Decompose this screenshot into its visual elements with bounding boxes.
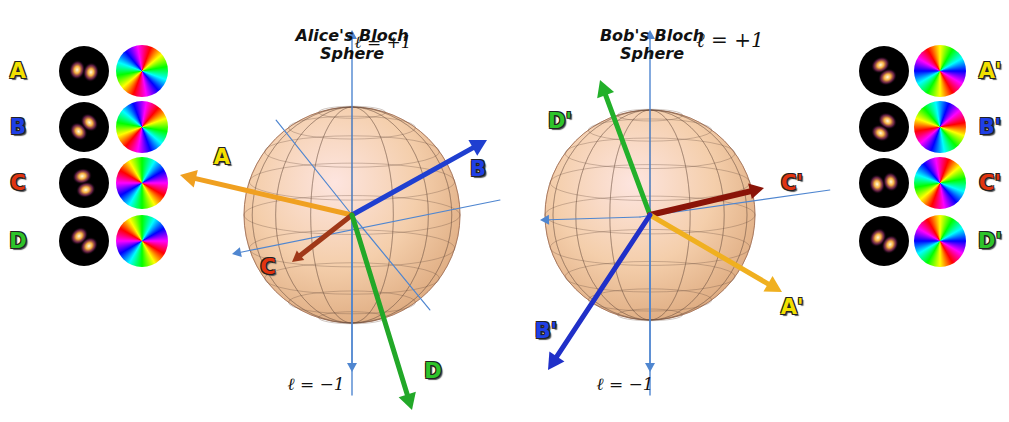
state-letter: A <box>214 146 230 169</box>
state-letter: C <box>10 172 25 195</box>
axis <box>649 215 650 363</box>
state-arrow-c <box>301 215 352 255</box>
state-arrow-c-prime-head <box>748 184 764 200</box>
axis-head <box>645 363 655 372</box>
state-letter: D <box>9 230 26 253</box>
state-letter: B' <box>979 116 1001 139</box>
state-arrow-c-head <box>292 251 304 262</box>
state-arrow-a-head <box>180 170 198 188</box>
state-arrow-d-prime-head <box>597 80 614 98</box>
state-letter: A <box>10 60 26 83</box>
state-letter: C' <box>781 172 803 195</box>
pole-label: ℓ = +1 <box>696 29 763 51</box>
state-arrow-b-prime <box>557 215 650 356</box>
axis-head <box>232 247 242 257</box>
intensity-lobe <box>81 61 100 83</box>
pole-label: ℓ = −1 <box>596 375 653 394</box>
intensity-lobe <box>878 232 902 257</box>
axis-line-head <box>429 309 430 310</box>
state-arrow-b-prime-head <box>548 352 564 370</box>
state-arrow-a <box>196 179 352 215</box>
state-arrow-a-prime-head <box>763 276 782 292</box>
intensity-lobe <box>76 233 101 258</box>
state-letter: D' <box>548 110 572 133</box>
phase-wheel <box>116 157 168 209</box>
state-letter: A' <box>979 60 1002 83</box>
intensity-image <box>859 46 909 96</box>
intensity-image <box>59 216 109 266</box>
state-letter: C <box>260 256 275 279</box>
axis <box>241 200 500 252</box>
intensity-lobe <box>881 171 900 193</box>
phase-wheel <box>116 45 168 97</box>
axis <box>549 217 640 220</box>
state-arrow-b <box>352 148 473 215</box>
axis <box>351 215 352 363</box>
sphere-title: Bob's Bloch Sphere <box>592 27 712 62</box>
intensity-lobe <box>74 179 97 200</box>
intensity-lobe <box>868 121 893 145</box>
intensity-lobe <box>77 110 102 136</box>
intensity-image <box>59 158 109 208</box>
state-letter: B <box>470 158 486 181</box>
phase-wheel <box>914 45 966 97</box>
state-arrow-b-head <box>468 140 487 156</box>
axis-head <box>540 215 549 225</box>
axis-head <box>347 363 357 372</box>
phase-wheel <box>116 101 168 153</box>
axis-line-head <box>829 189 830 190</box>
phase-wheel <box>116 215 168 267</box>
axis-line <box>352 215 430 310</box>
state-arrow-a-prime <box>650 215 768 284</box>
intensity-lobe <box>875 65 900 89</box>
intensity-image <box>59 102 109 152</box>
state-arrow-c-prime <box>650 191 750 215</box>
state-letter: D <box>424 360 441 383</box>
phase-wheel <box>914 157 966 209</box>
pole-label: ℓ = +1 <box>354 33 411 52</box>
axis-line-head <box>276 120 277 121</box>
phase-wheel <box>914 215 966 267</box>
pole-label: ℓ = −1 <box>287 375 344 394</box>
intensity-image <box>859 158 909 208</box>
intensity-image <box>859 216 909 266</box>
state-letter: C' <box>979 172 1001 195</box>
state-arrow-d <box>352 215 407 395</box>
state-arrow-d-prime <box>606 95 650 215</box>
state-arrow-d-head <box>399 392 416 410</box>
intensity-image <box>859 102 909 152</box>
phase-wheel <box>914 101 966 153</box>
intensity-image <box>59 46 109 96</box>
state-letter: D' <box>978 230 1002 253</box>
state-letter: B' <box>535 320 557 343</box>
state-letter: A' <box>781 296 804 319</box>
state-letter: B <box>10 116 26 139</box>
